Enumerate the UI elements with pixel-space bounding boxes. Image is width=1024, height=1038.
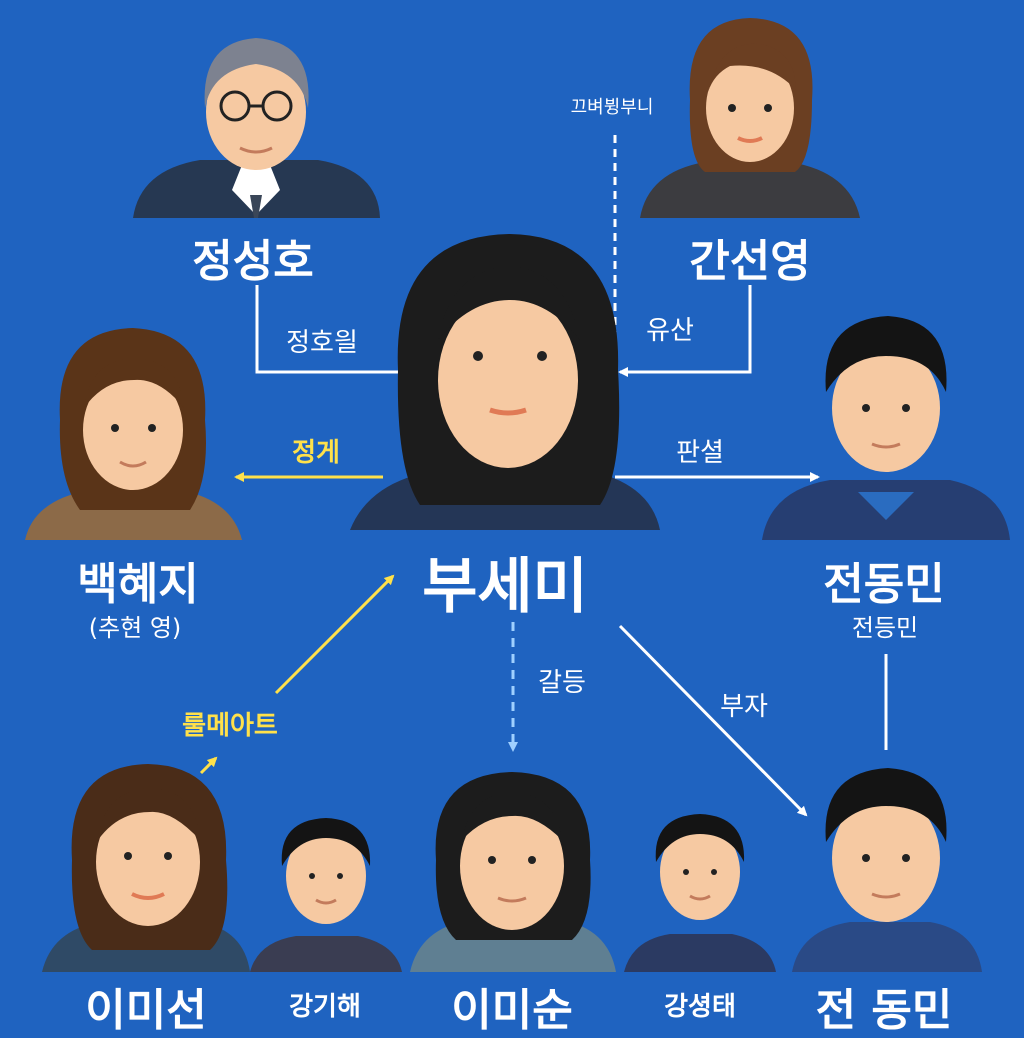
avatar-bu — [350, 234, 660, 530]
connectors — [199, 135, 888, 817]
name-gang-kh: 강기해 — [289, 992, 361, 1022]
connector-gan-bu — [618, 285, 752, 377]
sub-jeon-top: 전등민 — [851, 614, 919, 642]
connector-jeong-bu — [255, 285, 405, 374]
avatar-jeon-top — [762, 316, 1010, 540]
avatar-gang-st — [624, 814, 776, 972]
name-imisun: 이미선 — [85, 985, 207, 1036]
rel-gan-dashed: 끄벼뷩부니 — [570, 97, 654, 118]
avatar-gan — [640, 18, 860, 218]
avatar-imisoon — [410, 772, 616, 972]
avatar-imisun — [42, 764, 250, 972]
avatar-gang-kh — [250, 818, 402, 972]
connector-imisun-bu — [274, 574, 395, 695]
rel-gan-bu: 유산 — [646, 316, 694, 346]
rel-bu-jeonb: 부자 — [720, 692, 768, 722]
name-jeon-bottom: 전 동민 — [815, 985, 953, 1036]
rel-bu-baek: 정게 — [292, 438, 340, 468]
name-baek: 백혜지 — [77, 559, 199, 610]
connector-bu-jeonb — [618, 624, 808, 817]
name-gang-st: 강셩태 — [664, 992, 736, 1022]
sub-baek: (추현 영) — [88, 614, 182, 642]
name-jeon-top: 전동민 — [823, 559, 945, 610]
rel-imisun-bu: 룰메아트 — [182, 711, 278, 741]
name-bu: 부세미 — [422, 552, 588, 622]
rel-bu-jeon: 판셜 — [676, 438, 724, 468]
avatar-baek — [25, 328, 242, 540]
avatar-jeon-bottom — [792, 768, 982, 972]
name-gan: 간선영 — [689, 236, 811, 287]
name-jeong: 정성호 — [192, 236, 314, 287]
avatar-jeong — [133, 38, 380, 218]
rel-jeong-bu: 정호읠 — [286, 328, 358, 358]
name-imisoon: 이미순 — [451, 985, 573, 1036]
connector-imisun-short — [199, 756, 218, 775]
rel-bu-imisoon: 갈등 — [538, 668, 586, 698]
